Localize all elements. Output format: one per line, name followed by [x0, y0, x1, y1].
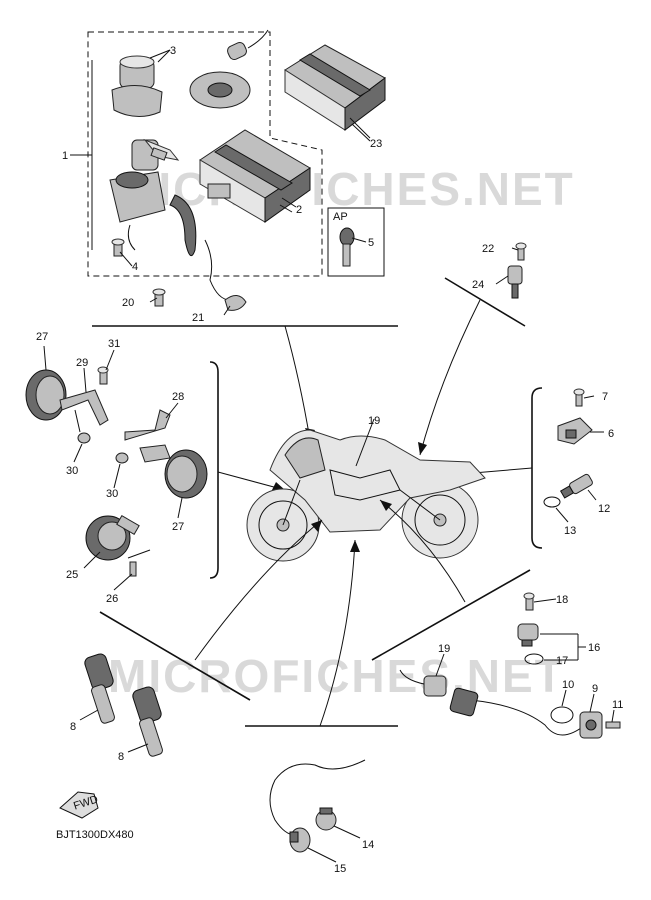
callout-12: 12	[598, 503, 610, 515]
wire-clamp-21	[224, 295, 247, 311]
group-ignition-coils	[84, 519, 323, 757]
callout-5: 5	[368, 237, 374, 249]
bolt-4	[111, 238, 125, 257]
horn-27-left	[25, 369, 67, 421]
group-sensors-right	[389, 387, 593, 549]
fwd-arrow-icon: FWD	[59, 791, 100, 819]
callout-6: 6	[608, 428, 614, 440]
screw-26	[129, 561, 137, 577]
diagram-code: BJT1300DX480	[56, 829, 134, 841]
callout-30-bottom: 30	[106, 488, 118, 500]
callout-23: 23	[370, 138, 382, 150]
group-ignition-ecu: AP	[87, 29, 398, 441]
nut-30-top	[77, 432, 91, 444]
o-ring-10	[550, 706, 574, 724]
callout-29: 29	[76, 357, 88, 369]
callout-3: 3	[170, 45, 176, 57]
bolt-18	[523, 592, 535, 611]
group-sensor-14-15	[245, 539, 398, 853]
callout-24: 24	[472, 279, 484, 291]
callout-10: 10	[562, 679, 574, 691]
horn-27-right	[164, 449, 208, 499]
callout-17: 17	[556, 655, 568, 667]
motorcycle-silhouette	[246, 429, 486, 562]
callout-11: 11	[612, 699, 623, 711]
bracket-29	[59, 389, 109, 433]
callout-13: 13	[564, 525, 576, 537]
bolt-11	[605, 721, 621, 729]
callout-31: 31	[108, 338, 120, 350]
bolt-22	[515, 242, 527, 261]
callout-26: 26	[106, 593, 118, 605]
callout-22: 22	[482, 243, 494, 255]
callout-21: 21	[192, 312, 204, 324]
callout-16: 16	[588, 642, 600, 654]
callout-19-bike: 19	[368, 415, 380, 427]
sensor-24	[507, 265, 523, 299]
callout-1: 1	[62, 150, 68, 162]
bolt-7	[573, 388, 585, 407]
o-ring-17	[524, 653, 544, 665]
callout-20: 20	[122, 297, 134, 309]
callout-28: 28	[172, 391, 184, 403]
callout-2: 2	[296, 204, 302, 216]
bolt-20	[152, 288, 166, 307]
group-sensors-bottom-right	[371, 499, 621, 739]
group-sensor-22-24	[418, 242, 527, 456]
callout-27-right: 27	[172, 521, 184, 533]
bracket-28	[124, 409, 171, 463]
sensor-16	[517, 623, 539, 647]
callout-14: 14	[362, 839, 374, 851]
leader-lines	[43, 49, 615, 863]
callouts: 1 3 4 2 23 5 20 21 22 24 7 6 12 13 27 29…	[36, 45, 623, 875]
ecu-upper	[284, 44, 386, 131]
ecu-lower	[199, 129, 311, 223]
ap-label: AP	[333, 211, 348, 223]
sensor-14	[315, 807, 337, 831]
sensor-12	[559, 473, 593, 499]
ignition-coil-8-right	[132, 686, 163, 757]
callout-19-lower: 19	[438, 643, 450, 655]
ap-key-box	[327, 207, 385, 277]
callout-27-left: 27	[36, 331, 48, 343]
callout-8-right: 8	[118, 751, 124, 763]
callout-7: 7	[602, 391, 608, 403]
callout-9: 9	[592, 683, 598, 695]
dashed-group-box	[87, 31, 323, 277]
callout-18: 18	[556, 594, 568, 606]
sensor-15	[289, 827, 311, 853]
sensor-6	[557, 417, 593, 445]
key-5	[339, 227, 355, 267]
horn-25	[85, 514, 140, 561]
ignition-main-switch	[109, 138, 197, 257]
o-ring-13	[543, 496, 561, 508]
callout-8-left: 8	[70, 721, 76, 733]
ignition-coil-8-left	[84, 653, 115, 724]
callout-25: 25	[66, 569, 78, 581]
callout-4: 4	[132, 261, 138, 273]
bolt-31	[97, 366, 109, 385]
watermark-top: MICROFICHES.NET	[118, 163, 575, 215]
sensor-19	[399, 669, 447, 697]
callout-15: 15	[334, 863, 346, 875]
callout-30-top: 30	[66, 465, 78, 477]
sensor-9	[579, 711, 603, 739]
nut-30-bottom	[115, 452, 129, 464]
group-horn-brackets	[25, 361, 286, 579]
